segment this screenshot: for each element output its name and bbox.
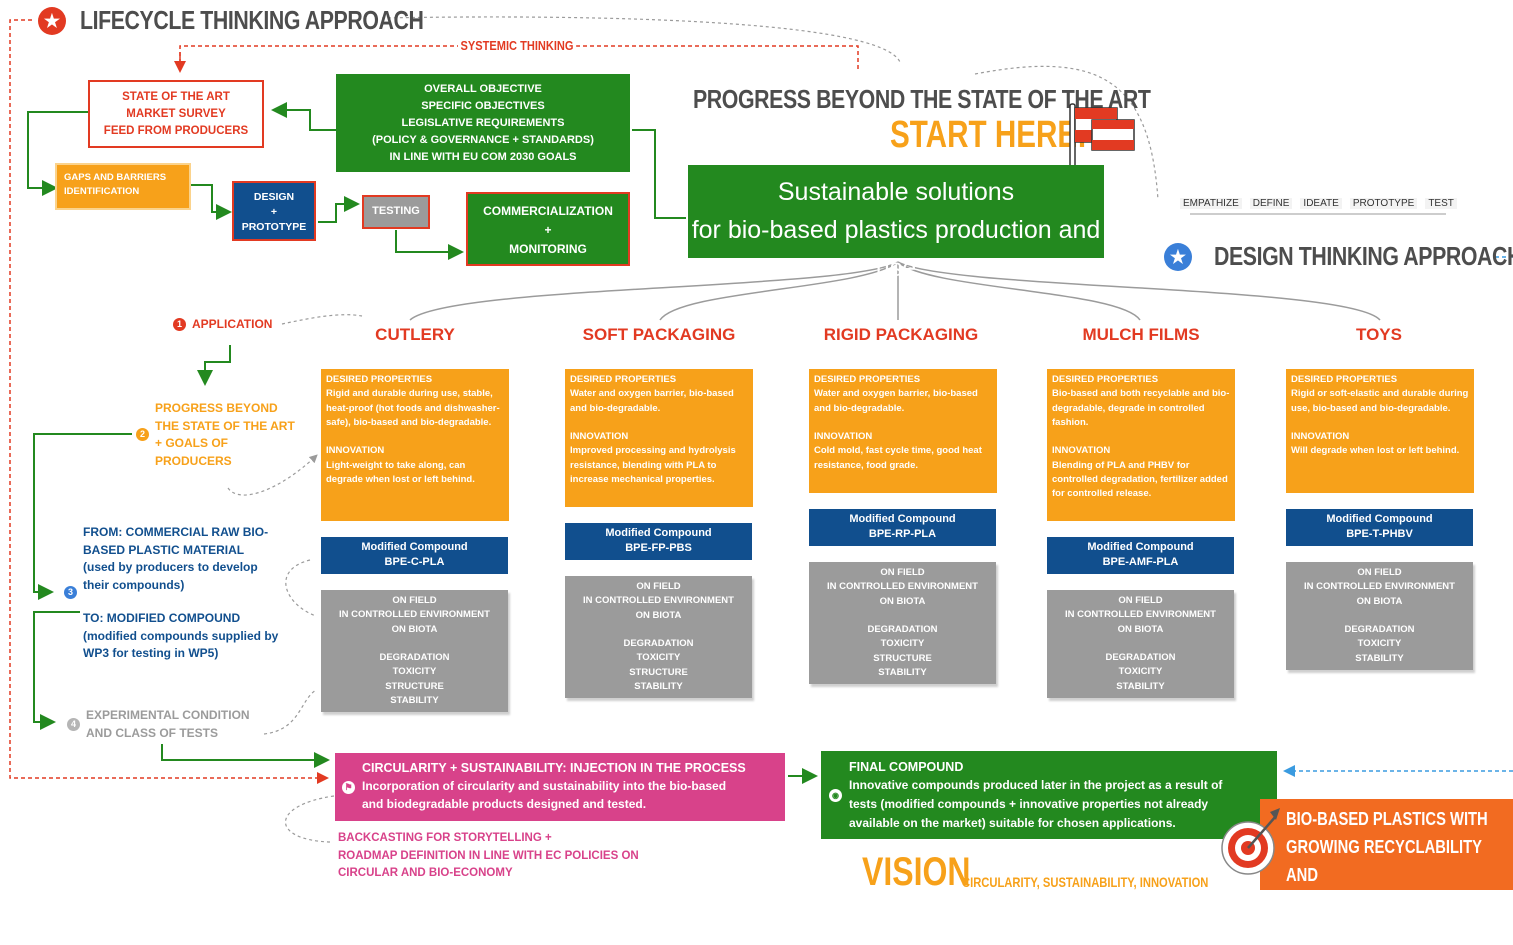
final-title: FINAL COMPOUND	[849, 760, 964, 774]
props-mulch-films: DESIRED PROPERTIES Bio-based and both re…	[1047, 369, 1235, 521]
vision-title: VISION	[862, 850, 971, 894]
lifecycle-icon: ★	[38, 7, 66, 35]
tests-cutlery: ON FIELD IN CONTROLLED ENVIRONMENT ON BI…	[321, 590, 508, 712]
step-1-badge: 1	[173, 318, 186, 331]
step-test: TEST	[1425, 198, 1457, 209]
state-of-art-box: STATE OF THE ART MARKET SURVEY FEED FROM…	[88, 80, 264, 148]
compound-cutlery: Modified Compound BPE-C-PLA	[321, 537, 508, 574]
step-prototype: PROTOTYPE	[1349, 198, 1418, 209]
from-label: FROM: COMMERCIAL RAW BIO- BASED PLASTIC …	[83, 525, 269, 592]
app-title-soft-packaging: SOFT PACKAGING	[582, 325, 736, 344]
compound-toys: Modified Compound BPE-T-PHBV	[1286, 509, 1473, 546]
flag-badge-icon: ⚑	[342, 781, 355, 794]
props-toys: DESIRED PROPERTIES Rigid or soft-elastic…	[1286, 369, 1474, 493]
commercial-box: COMMERCIALIZATION + MONITORING	[466, 192, 630, 266]
tests-soft-packaging: ON FIELD IN CONTROLLED ENVIRONMENT ON BI…	[565, 576, 752, 698]
circularity-box: CIRCULARITY + SUSTAINABILITY: INJECTION …	[335, 753, 785, 821]
step-3-badge: 3	[64, 586, 77, 599]
goal-text: BIO-BASED PLASTICS WITH GROWING RECYCLAB…	[1286, 809, 1488, 941]
experimental-label: EXPERIMENTAL CONDITION AND CLASS OF TEST…	[86, 708, 250, 740]
design-thinking-icon: ★	[1164, 243, 1192, 271]
props-soft-packaging: DESIRED PROPERTIES Water and oxygen barr…	[565, 369, 753, 507]
to-label: TO: MODIFIED COMPOUND (modified compound…	[83, 611, 279, 660]
backcasting-label: BACKCASTING FOR STORYTELLING + ROADMAP D…	[338, 832, 639, 879]
circularity-body: Incorporation of circularity and sustain…	[362, 779, 727, 811]
compound-rigid-packaging: Modified Compound BPE-RP-PLA	[809, 509, 996, 546]
app-title-rigid-packaging: RIGID PACKAGING	[823, 325, 979, 344]
gaps-box: GAPS AND BARRIERS IDENTIFICATION	[57, 165, 189, 208]
systemic-title: SYSTEMIC THINKING	[458, 38, 577, 53]
compound-soft-packaging: Modified Compound BPE-FP-PBS	[565, 523, 752, 560]
testing-box: TESTING	[362, 195, 430, 229]
design-prototype-box: DESIGN + PROTOTYPE	[232, 181, 316, 241]
design-title: DESIGN THINKING APPROACH	[1214, 241, 1513, 271]
vision-subtitle: CIRCULARITY, SUSTAINABILITY, INNOVATION	[962, 874, 1209, 890]
step-ideate: IDEATE	[1300, 198, 1342, 209]
objectives-box: OVERALL OBJECTIVE SPECIFIC OBJECTIVES LE…	[336, 74, 630, 172]
props-cutlery: DESIRED PROPERTIES Rigid and durable dur…	[321, 369, 509, 521]
compound-mulch-films: Modified Compound BPE-AMF-PLA	[1047, 537, 1234, 574]
target-icon	[1221, 808, 1280, 875]
connector-lines	[9, 16, 1513, 843]
step-2-badge: 2	[136, 428, 149, 441]
app-title-toys: TOYS	[1356, 325, 1402, 344]
step-define: DEFINE	[1249, 198, 1293, 209]
start-title: START HERE!	[890, 114, 1088, 156]
progress-goals-label: PROGRESS BEYOND THE STATE OF THE ART + G…	[155, 401, 295, 468]
tests-mulch-films: ON FIELD IN CONTROLLED ENVIRONMENT ON BI…	[1047, 590, 1234, 698]
lifecycle-title: LIFECYCLE THINKING APPROACH	[80, 5, 424, 35]
design-steps: EMPATHIZE DEFINE IDEATE PROTOTYPE TEST	[1180, 198, 1457, 209]
circularity-title: CIRCULARITY + SUSTAINABILITY: INJECTION …	[362, 761, 746, 775]
solutions-box: Sustainable solutions for bio-based plas…	[688, 165, 1104, 282]
application-label: APPLICATION	[192, 317, 273, 331]
tests-rigid-packaging: ON FIELD IN CONTROLLED ENVIRONMENT ON BI…	[809, 562, 996, 684]
goal-box	[1260, 799, 1513, 890]
tests-toys: ON FIELD IN CONTROLLED ENVIRONMENT ON BI…	[1286, 562, 1473, 670]
props-rigid-packaging: DESIRED PROPERTIES Water and oxygen barr…	[809, 369, 997, 493]
app-title-mulch-films: MULCH FILMS	[1082, 325, 1200, 344]
final-body: Innovative compounds produced later in t…	[849, 778, 1223, 830]
step-4-badge: 4	[67, 718, 80, 731]
step-empathize: EMPATHIZE	[1180, 198, 1242, 209]
app-title-cutlery: CUTLERY	[375, 325, 455, 344]
compound-badge-icon: ◉	[829, 789, 842, 802]
final-compound-box: FINAL COMPOUND Innovative compounds prod…	[821, 751, 1277, 839]
